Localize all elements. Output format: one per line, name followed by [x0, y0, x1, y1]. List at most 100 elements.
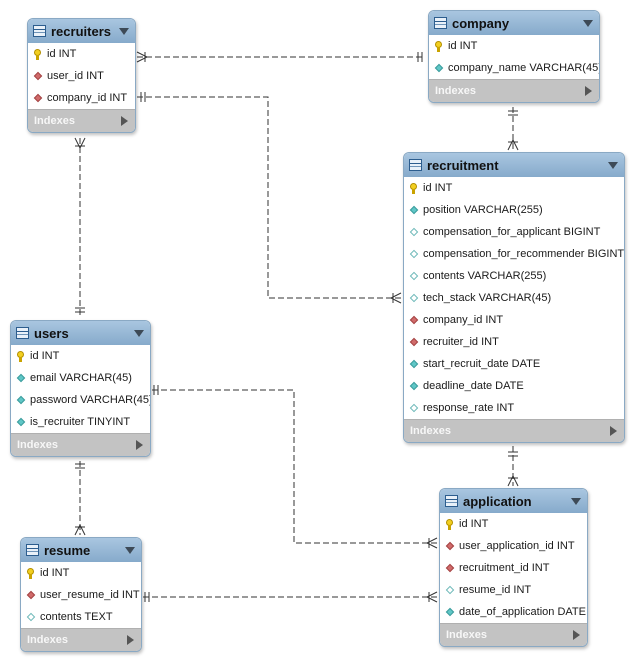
not-null-column-icon: [409, 359, 419, 369]
table-header[interactable]: users: [11, 321, 150, 345]
collapse-arrow-icon[interactable]: [571, 497, 581, 505]
column-row[interactable]: response_rate INT: [404, 397, 624, 419]
column-row[interactable]: email VARCHAR(45): [11, 367, 150, 389]
column-label: tech_stack VARCHAR(45): [423, 292, 552, 304]
expand-arrow-icon[interactable]: [136, 440, 143, 450]
column-row[interactable]: recruiter_id INT: [404, 331, 624, 353]
cardinality-marker: [507, 138, 519, 151]
column-row[interactable]: contents VARCHAR(255): [404, 265, 624, 287]
column-row[interactable]: password VARCHAR(45): [11, 389, 150, 411]
not-null-column-icon: [434, 63, 444, 73]
column-label: password VARCHAR(45): [30, 394, 151, 406]
primary-key-icon: [26, 568, 36, 579]
table-recruiters[interactable]: recruiters id INT user_id INT company_id IN…: [27, 18, 136, 133]
table-icon: [445, 495, 458, 507]
column-row[interactable]: deadline_date DATE: [404, 375, 624, 397]
table-header[interactable]: resume: [21, 538, 141, 562]
column-row[interactable]: company_name VARCHAR(45): [429, 57, 599, 79]
column-row[interactable]: compensation_for_recommender BIGINT: [404, 243, 624, 265]
collapse-arrow-icon[interactable]: [134, 329, 144, 337]
column-label: user_id INT: [47, 70, 104, 82]
indexes-label: Indexes: [435, 85, 476, 97]
table-header[interactable]: recruitment: [404, 153, 624, 177]
foreign-key-icon: [445, 563, 455, 573]
table-recruitment[interactable]: recruitment id INT position VARCHAR(255) co…: [403, 152, 625, 443]
nullable-column-icon: [445, 585, 455, 595]
column-row[interactable]: recruitment_id INT: [440, 557, 587, 579]
column-row[interactable]: id INT: [21, 562, 141, 584]
column-row[interactable]: id INT: [404, 177, 624, 199]
column-label: company_id INT: [47, 92, 128, 104]
column-label: contents TEXT: [40, 611, 113, 623]
foreign-key-icon: [33, 71, 43, 81]
column-label: user_resume_id INT: [40, 589, 140, 601]
column-row[interactable]: date_of_application DATE: [440, 601, 587, 623]
relationship-recruiters-users: [74, 137, 86, 318]
column-row[interactable]: is_recruiter TINYINT: [11, 411, 150, 433]
column-row[interactable]: user_application_id INT: [440, 535, 587, 557]
table-name: recruiters: [51, 23, 111, 39]
column-row[interactable]: id INT: [28, 43, 135, 65]
column-label: user_application_id INT: [459, 540, 575, 552]
relationship-recruiters-recruitment: [137, 92, 402, 304]
table-icon: [33, 25, 46, 37]
primary-key-icon: [445, 519, 455, 530]
column-label: compensation_for_recommender BIGINT: [423, 248, 625, 260]
column-label: position VARCHAR(255): [423, 204, 543, 216]
column-label: email VARCHAR(45): [30, 372, 132, 384]
indexes-section[interactable]: Indexes: [404, 419, 624, 442]
column-row[interactable]: compensation_for_applicant BIGINT: [404, 221, 624, 243]
collapse-arrow-icon[interactable]: [583, 19, 593, 27]
nullable-column-icon: [409, 271, 419, 281]
table-name: recruitment: [427, 157, 499, 173]
column-row[interactable]: position VARCHAR(255): [404, 199, 624, 221]
indexes-section[interactable]: Indexes: [28, 109, 135, 132]
nullable-column-icon: [409, 249, 419, 259]
column-row[interactable]: start_recruit_date DATE: [404, 353, 624, 375]
column-row[interactable]: id INT: [440, 513, 587, 535]
foreign-key-icon: [409, 337, 419, 347]
nullable-column-icon: [26, 612, 36, 622]
table-header[interactable]: recruiters: [28, 19, 135, 43]
column-label: recruiter_id INT: [423, 336, 499, 348]
column-label: contents VARCHAR(255): [423, 270, 547, 282]
foreign-key-icon: [409, 315, 419, 325]
indexes-section[interactable]: Indexes: [429, 79, 599, 102]
indexes-section[interactable]: Indexes: [11, 433, 150, 456]
collapse-arrow-icon[interactable]: [608, 161, 618, 169]
expand-arrow-icon[interactable]: [610, 426, 617, 436]
collapse-arrow-icon[interactable]: [125, 546, 135, 554]
primary-key-icon: [16, 351, 26, 362]
relationship-users-application: [152, 385, 438, 549]
nullable-column-icon: [409, 403, 419, 413]
expand-arrow-icon[interactable]: [121, 116, 128, 126]
indexes-label: Indexes: [27, 634, 68, 646]
column-row[interactable]: user_resume_id INT: [21, 584, 141, 606]
column-row[interactable]: user_id INT: [28, 65, 135, 87]
column-label: id INT: [459, 518, 489, 530]
table-header[interactable]: company: [429, 11, 599, 35]
column-row[interactable]: resume_id INT: [440, 579, 587, 601]
cardinality-marker: [425, 537, 438, 549]
column-row[interactable]: id INT: [429, 35, 599, 57]
expand-arrow-icon[interactable]: [127, 635, 134, 645]
expand-arrow-icon[interactable]: [585, 86, 592, 96]
column-row[interactable]: company_id INT: [404, 309, 624, 331]
column-row[interactable]: id INT: [11, 345, 150, 367]
collapse-arrow-icon[interactable]: [119, 27, 129, 35]
indexes-label: Indexes: [34, 115, 75, 127]
cardinality-marker: [425, 591, 438, 603]
column-label: company_id INT: [423, 314, 504, 326]
indexes-section[interactable]: Indexes: [440, 623, 587, 646]
column-row[interactable]: tech_stack VARCHAR(45): [404, 287, 624, 309]
table-application[interactable]: application id INT user_application_id INT…: [439, 488, 588, 647]
indexes-section[interactable]: Indexes: [21, 628, 141, 651]
column-row[interactable]: company_id INT: [28, 87, 135, 109]
table-header[interactable]: application: [440, 489, 587, 513]
expand-arrow-icon[interactable]: [573, 630, 580, 640]
column-row[interactable]: contents TEXT: [21, 606, 141, 628]
